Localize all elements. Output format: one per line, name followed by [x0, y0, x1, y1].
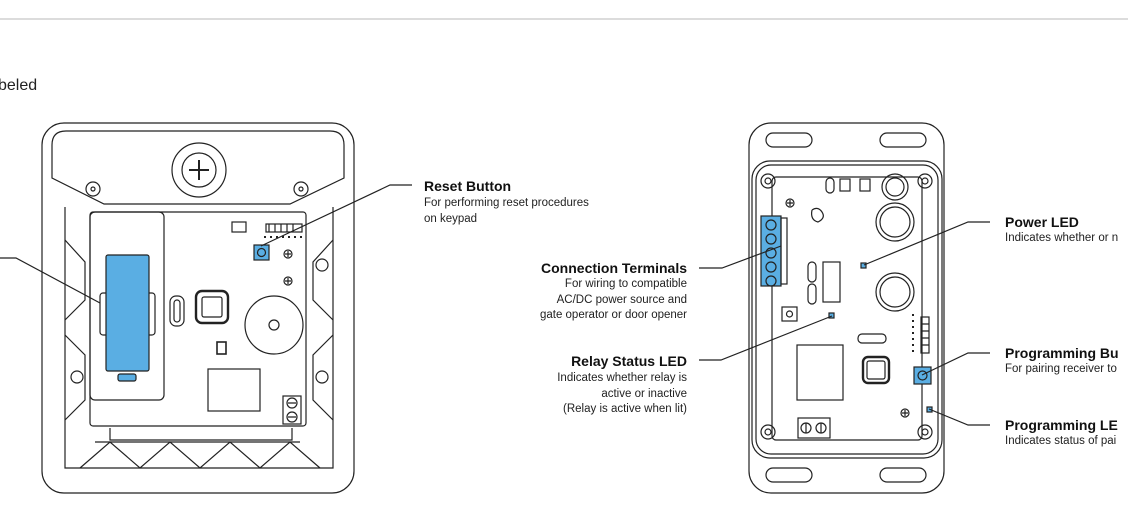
relay-status-led-label: Relay Status LED — [571, 353, 687, 369]
power-led-desc: Indicates whether or n — [1005, 232, 1119, 244]
programming-led-desc: Indicates status of pai — [1005, 435, 1117, 447]
relay-status-led-desc: Indicates whether relay is active or ina… — [557, 372, 687, 415]
programming-led-label: Programming LE — [1005, 417, 1118, 433]
reset-button-label: Reset Button — [424, 178, 512, 194]
leader-line-left-clipped — [0, 257, 101, 304]
connection-terminals-desc: For wiring to compatible AC/DC power sou… — [539, 278, 687, 321]
reset-button-desc: For performing reset procedures on keypa… — [424, 197, 589, 225]
connection-terminals-label: Connection Terminals — [541, 260, 687, 276]
top-divider — [0, 18, 1128, 20]
leader-line-terminals — [699, 245, 782, 269]
leader-line-reset — [260, 184, 412, 247]
leader-line-prog-button — [921, 352, 990, 376]
leader-line-power — [863, 221, 990, 266]
keypad-device — [41, 122, 355, 494]
section-heading: beled — [0, 77, 38, 94]
programming-button-label: Programming Bu — [1005, 345, 1119, 361]
receiver-device — [748, 122, 945, 494]
power-led-label: Power LED — [1005, 214, 1079, 230]
programming-button-desc: For pairing receiver to — [1005, 363, 1117, 375]
leader-line-prog-led — [928, 408, 990, 426]
leader-line-relay — [699, 315, 833, 361]
